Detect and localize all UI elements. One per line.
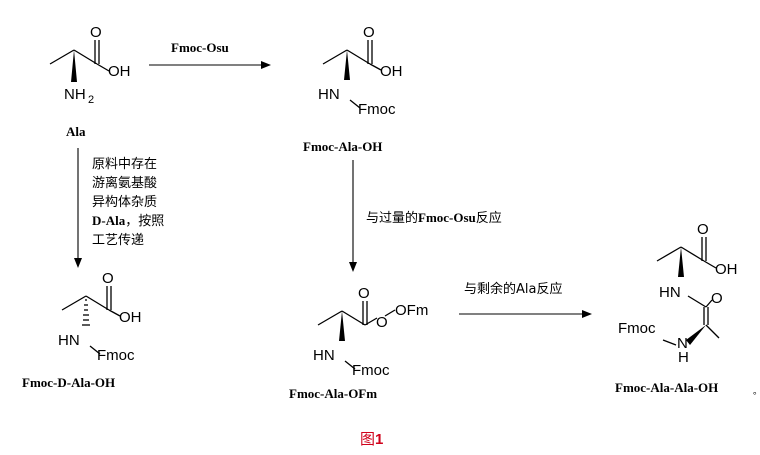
atom-fmoc: Fmoc: [618, 320, 656, 337]
structure-ala: O OH NH 2: [49, 24, 131, 106]
compound-label-fmoc-ala-ofm: Fmoc-Ala-OFm: [289, 386, 377, 401]
atom-o: O: [90, 24, 102, 41]
atom-oh: OH: [108, 63, 131, 80]
atom-o-ester: O: [376, 314, 388, 331]
atom-fmoc: Fmoc: [352, 362, 390, 379]
arrowhead: [582, 310, 592, 318]
impurity-note: 原料中存在 游离氨基酸 异构体杂质 D-Ala，按照 工艺传递: [92, 157, 164, 248]
compound-label-fmoc-d-ala-oh: Fmoc-D-Ala-OH: [22, 375, 115, 390]
atom-fmoc: Fmoc: [358, 101, 396, 118]
figure-caption: 图1: [360, 430, 383, 448]
atom-o: O: [697, 221, 709, 238]
arrowhead: [349, 262, 357, 272]
impurity-name-d-ala: D-Ala: [92, 213, 126, 228]
atom-h: H: [678, 349, 689, 366]
figure-caption-number: 1: [375, 431, 383, 448]
atom-n: N: [677, 335, 688, 352]
compound-label-fmoc-ala-ala-oh: Fmoc-Ala-Ala-OH: [615, 380, 718, 395]
excess-reagent-note: 与过量的Fmoc-Osu反应: [366, 210, 502, 226]
arrowhead: [261, 61, 271, 69]
impurity-note-line-4: D-Ala，按照: [92, 213, 164, 229]
atom-hn: HN: [58, 332, 80, 349]
atom-o: O: [102, 270, 114, 287]
atom-o: O: [358, 285, 370, 302]
hashed-bond: [82, 299, 90, 326]
excess-note-suffix: 反应: [476, 210, 502, 226]
figure-caption-prefix: 图: [360, 430, 375, 448]
excess-note-reagent: Fmoc-Osu: [418, 210, 476, 225]
arrowhead: [74, 258, 82, 268]
impurity-note-line-2: 游离氨基酸: [92, 175, 157, 191]
impurity-note-line-5: 工艺传递: [92, 233, 144, 248]
excess-note-prefix: 与过量的: [366, 210, 418, 226]
wedge-bond: [686, 325, 706, 345]
atom-hn: HN: [318, 86, 340, 103]
atom-oh: OH: [715, 261, 738, 278]
wedge-bond: [678, 247, 684, 277]
impurity-note-line-3: 异构体杂质: [92, 195, 157, 210]
atom-oh: OH: [119, 309, 142, 326]
atom-o-amide: O: [711, 290, 723, 307]
impurity-note-line-1: 原料中存在: [92, 157, 157, 172]
atom-oh: OH: [380, 63, 403, 80]
atom-hn: HN: [313, 347, 335, 364]
wedge-bond: [71, 50, 77, 82]
atom-ofm: OFm: [395, 302, 428, 319]
atom-hn: HN: [659, 284, 681, 301]
structure-fmoc-d-ala-oh: O OH HN Fmoc: [58, 270, 142, 364]
atom-o: O: [363, 24, 375, 41]
wedge-bond: [339, 311, 345, 341]
trailing-mark: 。: [753, 387, 760, 397]
structure-fmoc-ala-oh: O OH HN Fmoc: [318, 24, 403, 118]
impurity-note-line-4-rest: ，按照: [125, 214, 164, 229]
remaining-ala-note: 与剩余的Ala反应: [464, 281, 562, 297]
reagent-fmoc-osu: Fmoc-Osu: [171, 40, 229, 55]
compound-label-fmoc-ala-oh: Fmoc-Ala-OH: [303, 139, 382, 154]
atom-nh2-subscript: 2: [88, 94, 94, 106]
structure-fmoc-ala-ala-oh: O OH HN O Fmoc N H: [618, 221, 738, 366]
structure-fmoc-ala-ofm: O O OFm HN Fmoc: [313, 285, 428, 379]
atom-nh: NH: [64, 86, 86, 103]
compound-label-ala: Ala: [66, 124, 86, 139]
wedge-bond: [344, 50, 350, 80]
atom-fmoc: Fmoc: [97, 347, 135, 364]
